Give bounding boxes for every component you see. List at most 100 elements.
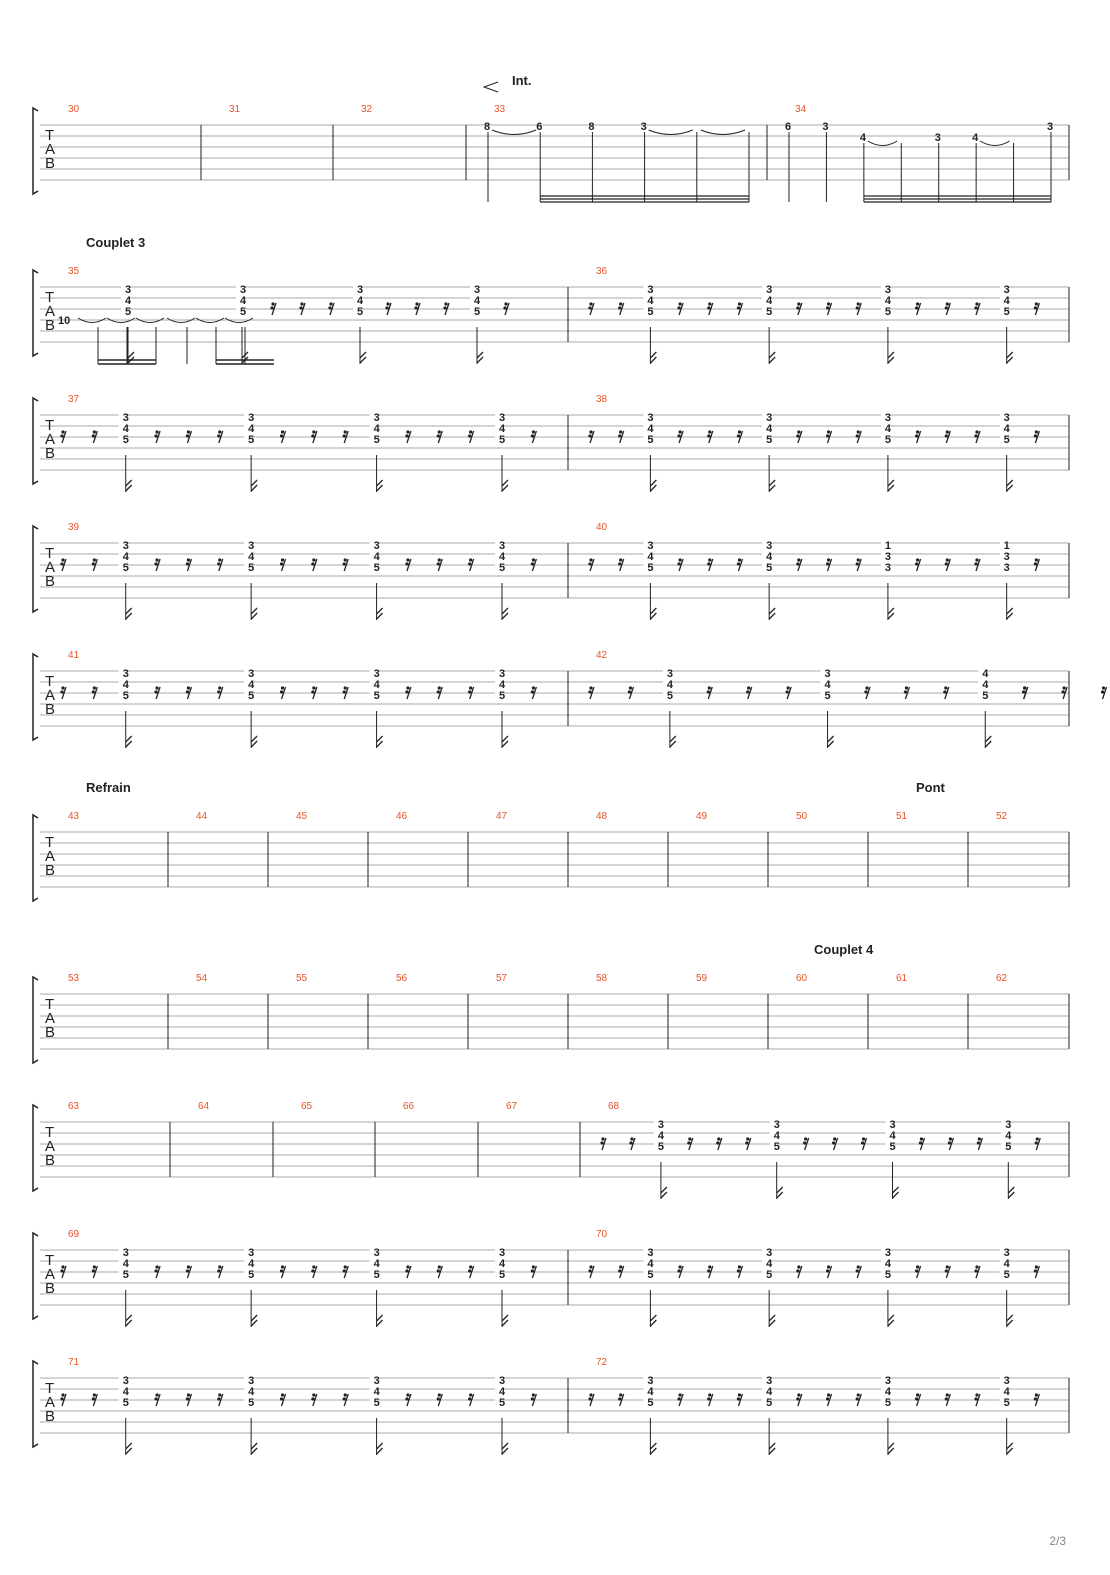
rest-dot xyxy=(856,430,860,434)
fret-mask xyxy=(369,1268,378,1280)
rest-dot xyxy=(707,562,711,566)
fret-number: 8 xyxy=(484,121,490,133)
sixteenth-rest xyxy=(832,1137,839,1151)
fret-mask xyxy=(885,1118,894,1130)
sixteenth-rest xyxy=(280,430,287,444)
rest-dot xyxy=(342,434,346,438)
fret-number: 5 xyxy=(825,690,831,702)
tab-clef-letter: A xyxy=(45,1394,55,1411)
measure-number: 40 xyxy=(596,522,608,533)
fret-mask xyxy=(769,1129,778,1141)
rest-dot xyxy=(436,562,440,566)
note-flag xyxy=(887,479,895,492)
sixteenth-rest xyxy=(1035,1137,1041,1151)
sixteenth-rest xyxy=(343,1265,349,1279)
sixteenth-rest xyxy=(826,558,833,572)
fret-number: 5 xyxy=(248,1269,254,1281)
sixteenth-rest xyxy=(717,1137,723,1151)
fret-mask xyxy=(820,667,829,679)
fret-number: 10 xyxy=(58,315,70,327)
fret-number: 5 xyxy=(357,306,363,318)
fret-number: 4 xyxy=(123,679,130,691)
fret-mask xyxy=(820,678,829,690)
measure-number: 63 xyxy=(68,1101,80,1112)
sixteenth-rest xyxy=(945,1265,951,1279)
rest-dot xyxy=(943,690,947,694)
sixteenth-rest xyxy=(155,558,161,572)
fret-number: 5 xyxy=(890,1141,896,1153)
rest-dot xyxy=(279,1269,284,1273)
fret-number: 3 xyxy=(1004,1375,1010,1387)
note-flag xyxy=(250,1314,258,1327)
rest-dot xyxy=(186,686,191,690)
note-flag xyxy=(768,479,776,492)
rest-dot xyxy=(708,1265,712,1269)
rest-dot xyxy=(786,686,790,690)
system-bracket xyxy=(32,1359,39,1449)
fret-mask xyxy=(118,1257,127,1269)
rest-dot xyxy=(91,1269,95,1273)
fret-mask xyxy=(244,433,253,445)
sixteenth-rest xyxy=(688,1137,694,1151)
fret-mask xyxy=(762,294,771,306)
rest-dot xyxy=(437,1265,441,1269)
rest-dot xyxy=(531,686,535,690)
measure-number: 61 xyxy=(896,973,908,984)
fret-number: 5 xyxy=(982,690,988,702)
note-flag xyxy=(887,1314,895,1327)
sixteenth-rest xyxy=(619,302,625,316)
fret-mask xyxy=(121,283,129,295)
rest-dot xyxy=(796,306,800,310)
fret-mask xyxy=(643,1396,652,1408)
tab-clef-letter: A xyxy=(45,1010,55,1027)
fret-number: 4 xyxy=(240,295,247,307)
sixteenth-rest xyxy=(708,1393,714,1407)
fret-mask xyxy=(880,561,889,573)
sixteenth-rest xyxy=(531,430,537,444)
section-label: Pont xyxy=(916,780,946,795)
fret-number: 3 xyxy=(374,540,380,552)
rest-dot xyxy=(825,434,830,438)
rest-dot xyxy=(444,302,448,306)
note-flag xyxy=(125,1314,133,1327)
fret-number: 3 xyxy=(248,1375,254,1387)
measure-number: 55 xyxy=(296,973,308,984)
rest-dot xyxy=(865,686,869,690)
fret-mask xyxy=(999,561,1008,573)
fret-mask xyxy=(118,433,127,445)
sixteenth-rest xyxy=(343,1393,349,1407)
fret-mask xyxy=(118,422,127,434)
rest-dot xyxy=(855,434,859,438)
note-flag xyxy=(827,735,835,748)
fret-number: 4 xyxy=(499,1386,506,1398)
sixteenth-rest xyxy=(826,302,833,316)
note-flag xyxy=(250,479,258,492)
fret-mask xyxy=(495,1246,504,1258)
rest-dot xyxy=(601,1137,605,1141)
sixteenth-rest xyxy=(186,558,193,572)
sixteenth-rest xyxy=(746,1137,752,1151)
rest-dot xyxy=(60,434,64,438)
sixteenth-rest xyxy=(737,1265,744,1279)
rest-dot xyxy=(343,1265,347,1269)
fret-mask xyxy=(495,411,504,423)
rest-dot xyxy=(437,1393,441,1397)
fret-number: 5 xyxy=(885,434,891,446)
rest-dot xyxy=(1034,558,1038,562)
rest-dot xyxy=(707,1269,711,1273)
fret-mask xyxy=(762,305,771,317)
rest-dot xyxy=(825,1269,830,1273)
rest-dot xyxy=(746,1137,750,1141)
measure-number: 62 xyxy=(996,973,1008,984)
fret-mask xyxy=(244,539,253,551)
rest-dot xyxy=(469,558,473,562)
tab-clef-letter: B xyxy=(45,1280,55,1297)
fret-mask xyxy=(653,1118,662,1130)
fret-number: 3 xyxy=(766,1375,772,1387)
rest-dot xyxy=(915,1397,919,1401)
rest-dot xyxy=(280,1265,285,1269)
rest-dot xyxy=(311,1397,315,1401)
sixteenth-rest xyxy=(406,686,412,700)
rest-dot xyxy=(415,302,419,306)
rest-dot xyxy=(904,686,909,690)
